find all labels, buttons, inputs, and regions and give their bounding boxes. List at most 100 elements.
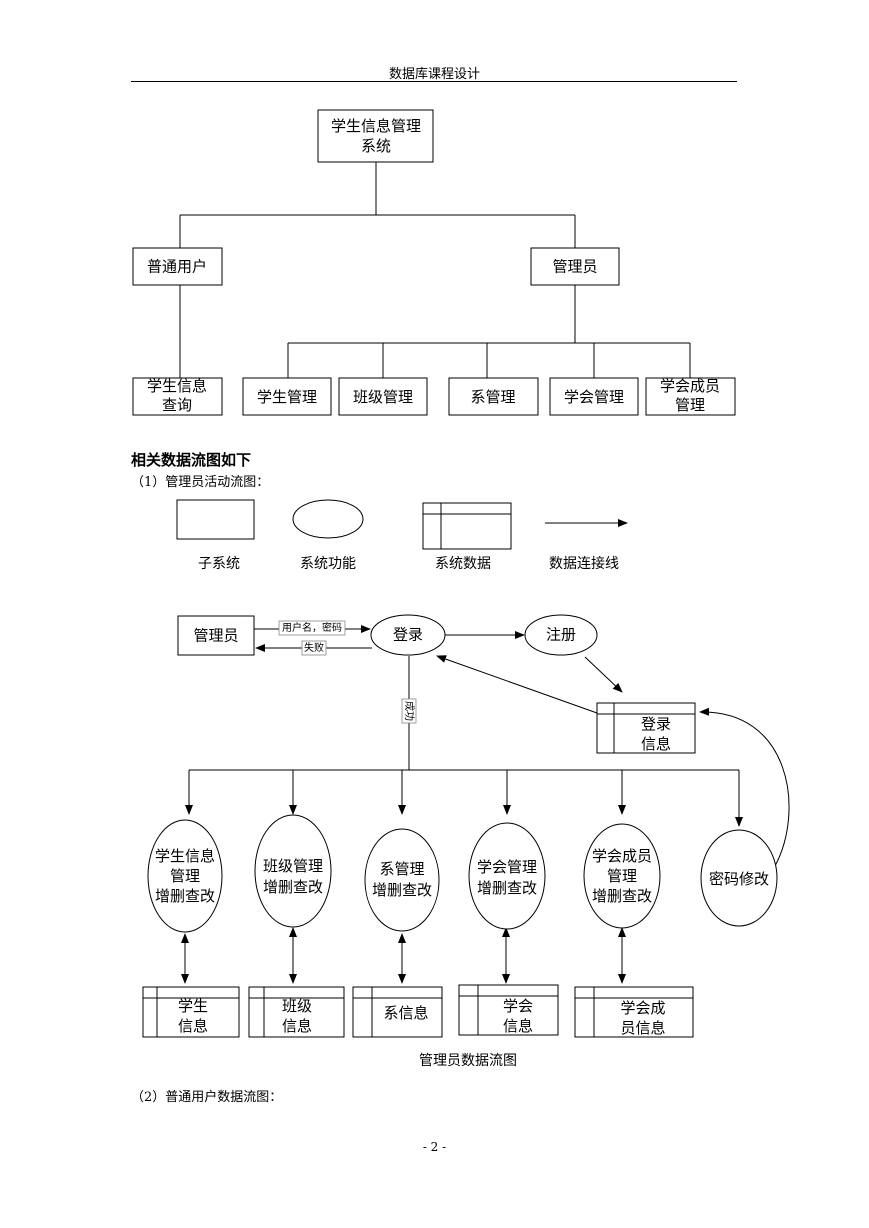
flow-caption: 管理员数据流图 (419, 1053, 517, 1069)
label-line: 系信息 (383, 1004, 428, 1022)
label-line: 管理 (170, 867, 200, 885)
root-node-box (317, 109, 434, 163)
label-line: 增删查改 (155, 887, 215, 905)
flow-s5-label: 学会成员信息 (620, 999, 665, 1037)
label-line: 增删查改 (263, 878, 323, 896)
label-line: 信息 (503, 1017, 533, 1035)
label-line: 学生 (178, 997, 208, 1015)
legend (176, 499, 628, 550)
legend-function-label: 系统功能 (300, 556, 356, 572)
flow-f5-label: 学会成员管理增删查改 (592, 847, 652, 905)
flow-f4-label: 学会管理增删查改 (477, 858, 537, 897)
label-line: 系统 (361, 137, 391, 155)
student-manage-node-box (242, 377, 332, 416)
flow-f2-label: 班级管理增删查改 (263, 857, 323, 896)
flow-admin-box (177, 615, 255, 656)
subsection-user: （2）普通用户数据流图： (131, 1090, 283, 1105)
flow-admin-label: 管理员 (193, 627, 238, 645)
admin-node-box (530, 247, 620, 286)
label-line: 学会成员 (592, 847, 652, 865)
member-manage-node-box (645, 377, 736, 416)
section-title: 相关数据流图如下 (131, 451, 252, 469)
label-line: 学会成 (620, 999, 665, 1017)
flow-f3-ellipse (364, 828, 440, 932)
flow-register-label: 注册 (546, 626, 576, 644)
legend-datastore-symbol (422, 502, 512, 550)
user-node-label: 普通用户 (147, 258, 207, 276)
edge-fail-label-box (301, 640, 327, 656)
flow-s3-store (352, 986, 443, 1038)
flow-f2-ellipse (254, 814, 332, 928)
flow-s5-store (574, 986, 694, 1038)
subsection-admin: （1）管理员活动流图： (131, 475, 270, 490)
label-line: 增删查改 (477, 879, 537, 897)
legend-data-label: 系统数据 (435, 556, 491, 572)
dept-manage-node-box (448, 377, 539, 416)
student-query-node-box (132, 377, 223, 416)
label-line: 信息 (282, 1017, 312, 1035)
class-manage-node-label: 班级管理 (353, 388, 413, 406)
label-line: 查询 (162, 396, 192, 414)
flow-register-ellipse (524, 614, 598, 656)
legend-connector-label: 数据连接线 (549, 555, 619, 572)
label-line: 学会 (503, 997, 533, 1015)
flow-login-info-store (596, 702, 696, 754)
page-number: - 2 - (422, 1140, 447, 1154)
flow-f6-label: 密码修改 (709, 870, 769, 888)
edge-success-label-box (401, 698, 417, 724)
flow-login-info-label: 登录信息 (641, 715, 671, 753)
flow-f3-label: 系管理增删查改 (372, 860, 432, 899)
flow-s2-store (248, 986, 345, 1038)
edge-credentials-label: 用户名，密码 (282, 621, 342, 634)
label-line: 学会管理 (477, 858, 537, 876)
label-line: 学生管理 (257, 388, 317, 406)
label-line: 班级管理 (263, 857, 323, 875)
admin-node-label: 管理员 (552, 258, 597, 276)
label-line: 管理 (607, 867, 637, 885)
label-line: 增删查改 (372, 881, 432, 899)
flow-login-ellipse (370, 614, 446, 656)
label-line: 学会管理 (564, 388, 624, 406)
label-line: 学生信息 (147, 377, 207, 395)
class-manage-node-box (338, 377, 428, 416)
label-line: 员信息 (620, 1019, 665, 1037)
society-manage-node-box (549, 377, 639, 416)
header-rule (131, 81, 737, 82)
label-line: 登录 (641, 715, 671, 733)
flow-login-label: 登录 (393, 626, 423, 644)
label-line: 学生信息管理 (331, 117, 421, 135)
label-line: 增删查改 (592, 887, 652, 905)
flow-s1-label: 学生信息 (178, 997, 208, 1035)
edge-success-label: 成功 (403, 701, 415, 721)
student-manage-node-label: 学生管理 (257, 388, 317, 406)
root-node-label: 学生信息管理系统 (331, 117, 421, 155)
label-line: 班级管理 (353, 388, 413, 406)
legend-function-symbol (292, 499, 364, 539)
edge-fail-label: 失败 (304, 641, 324, 654)
flow-s3-label: 系信息 (383, 1004, 428, 1022)
label-line: 班级 (282, 997, 312, 1015)
student-query-node-label: 学生信息查询 (147, 377, 207, 414)
hierarchy-chart (179, 162, 691, 378)
label-line: 管理 (675, 396, 705, 414)
page-header: 数据库课程设计 (388, 67, 480, 82)
edge-register-info (584, 656, 623, 693)
flow-f1-label: 学生信息管理增删查改 (155, 847, 215, 905)
member-manage-node-label: 学会成员管理 (660, 377, 720, 414)
flow-s1-store (142, 986, 240, 1038)
label-line: 密码修改 (709, 870, 769, 888)
flow-f6-ellipse (700, 829, 778, 927)
flow-s4-store (458, 984, 559, 1036)
legend-subsystem-label: 子系统 (198, 556, 240, 572)
flow-f5-ellipse (583, 823, 661, 929)
society-manage-node-label: 学会管理 (564, 388, 624, 406)
legend-subsystem-symbol (176, 499, 255, 540)
edge-credentials-label-box (278, 620, 346, 636)
flow-f1-ellipse (147, 819, 223, 933)
store-dividers (143, 703, 695, 1037)
label-line: 系管理 (470, 388, 515, 406)
edge-info-login (436, 655, 598, 714)
label-line: 学会成员 (660, 377, 720, 395)
edge-password-info (699, 707, 790, 867)
